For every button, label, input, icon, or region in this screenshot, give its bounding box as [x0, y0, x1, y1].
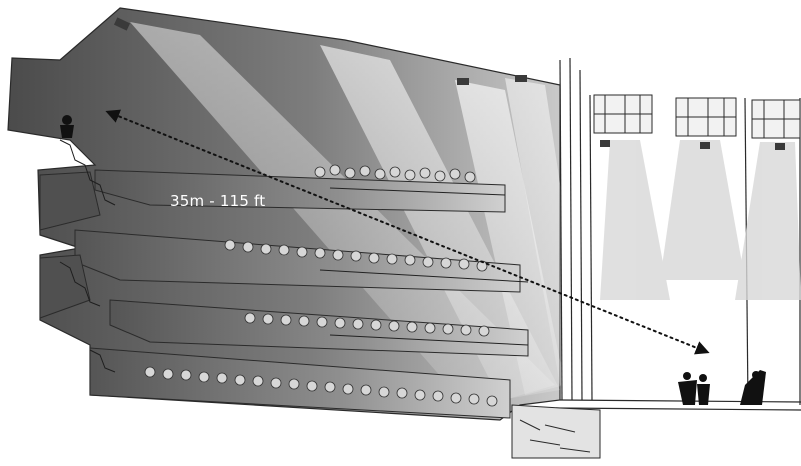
arrow-icon: [105, 109, 710, 355]
lighting-trusses: [593, 94, 801, 139]
stepped-rear-wall: [59, 139, 116, 373]
audience-figure-icon: [60, 115, 74, 138]
distance-label: 35m - 115 ft: [170, 192, 266, 210]
row-4: [144, 366, 498, 407]
orchestra-pit: [511, 404, 601, 459]
stage-light-cones: [600, 140, 801, 300]
performer-figure-icon: [678, 370, 766, 405]
